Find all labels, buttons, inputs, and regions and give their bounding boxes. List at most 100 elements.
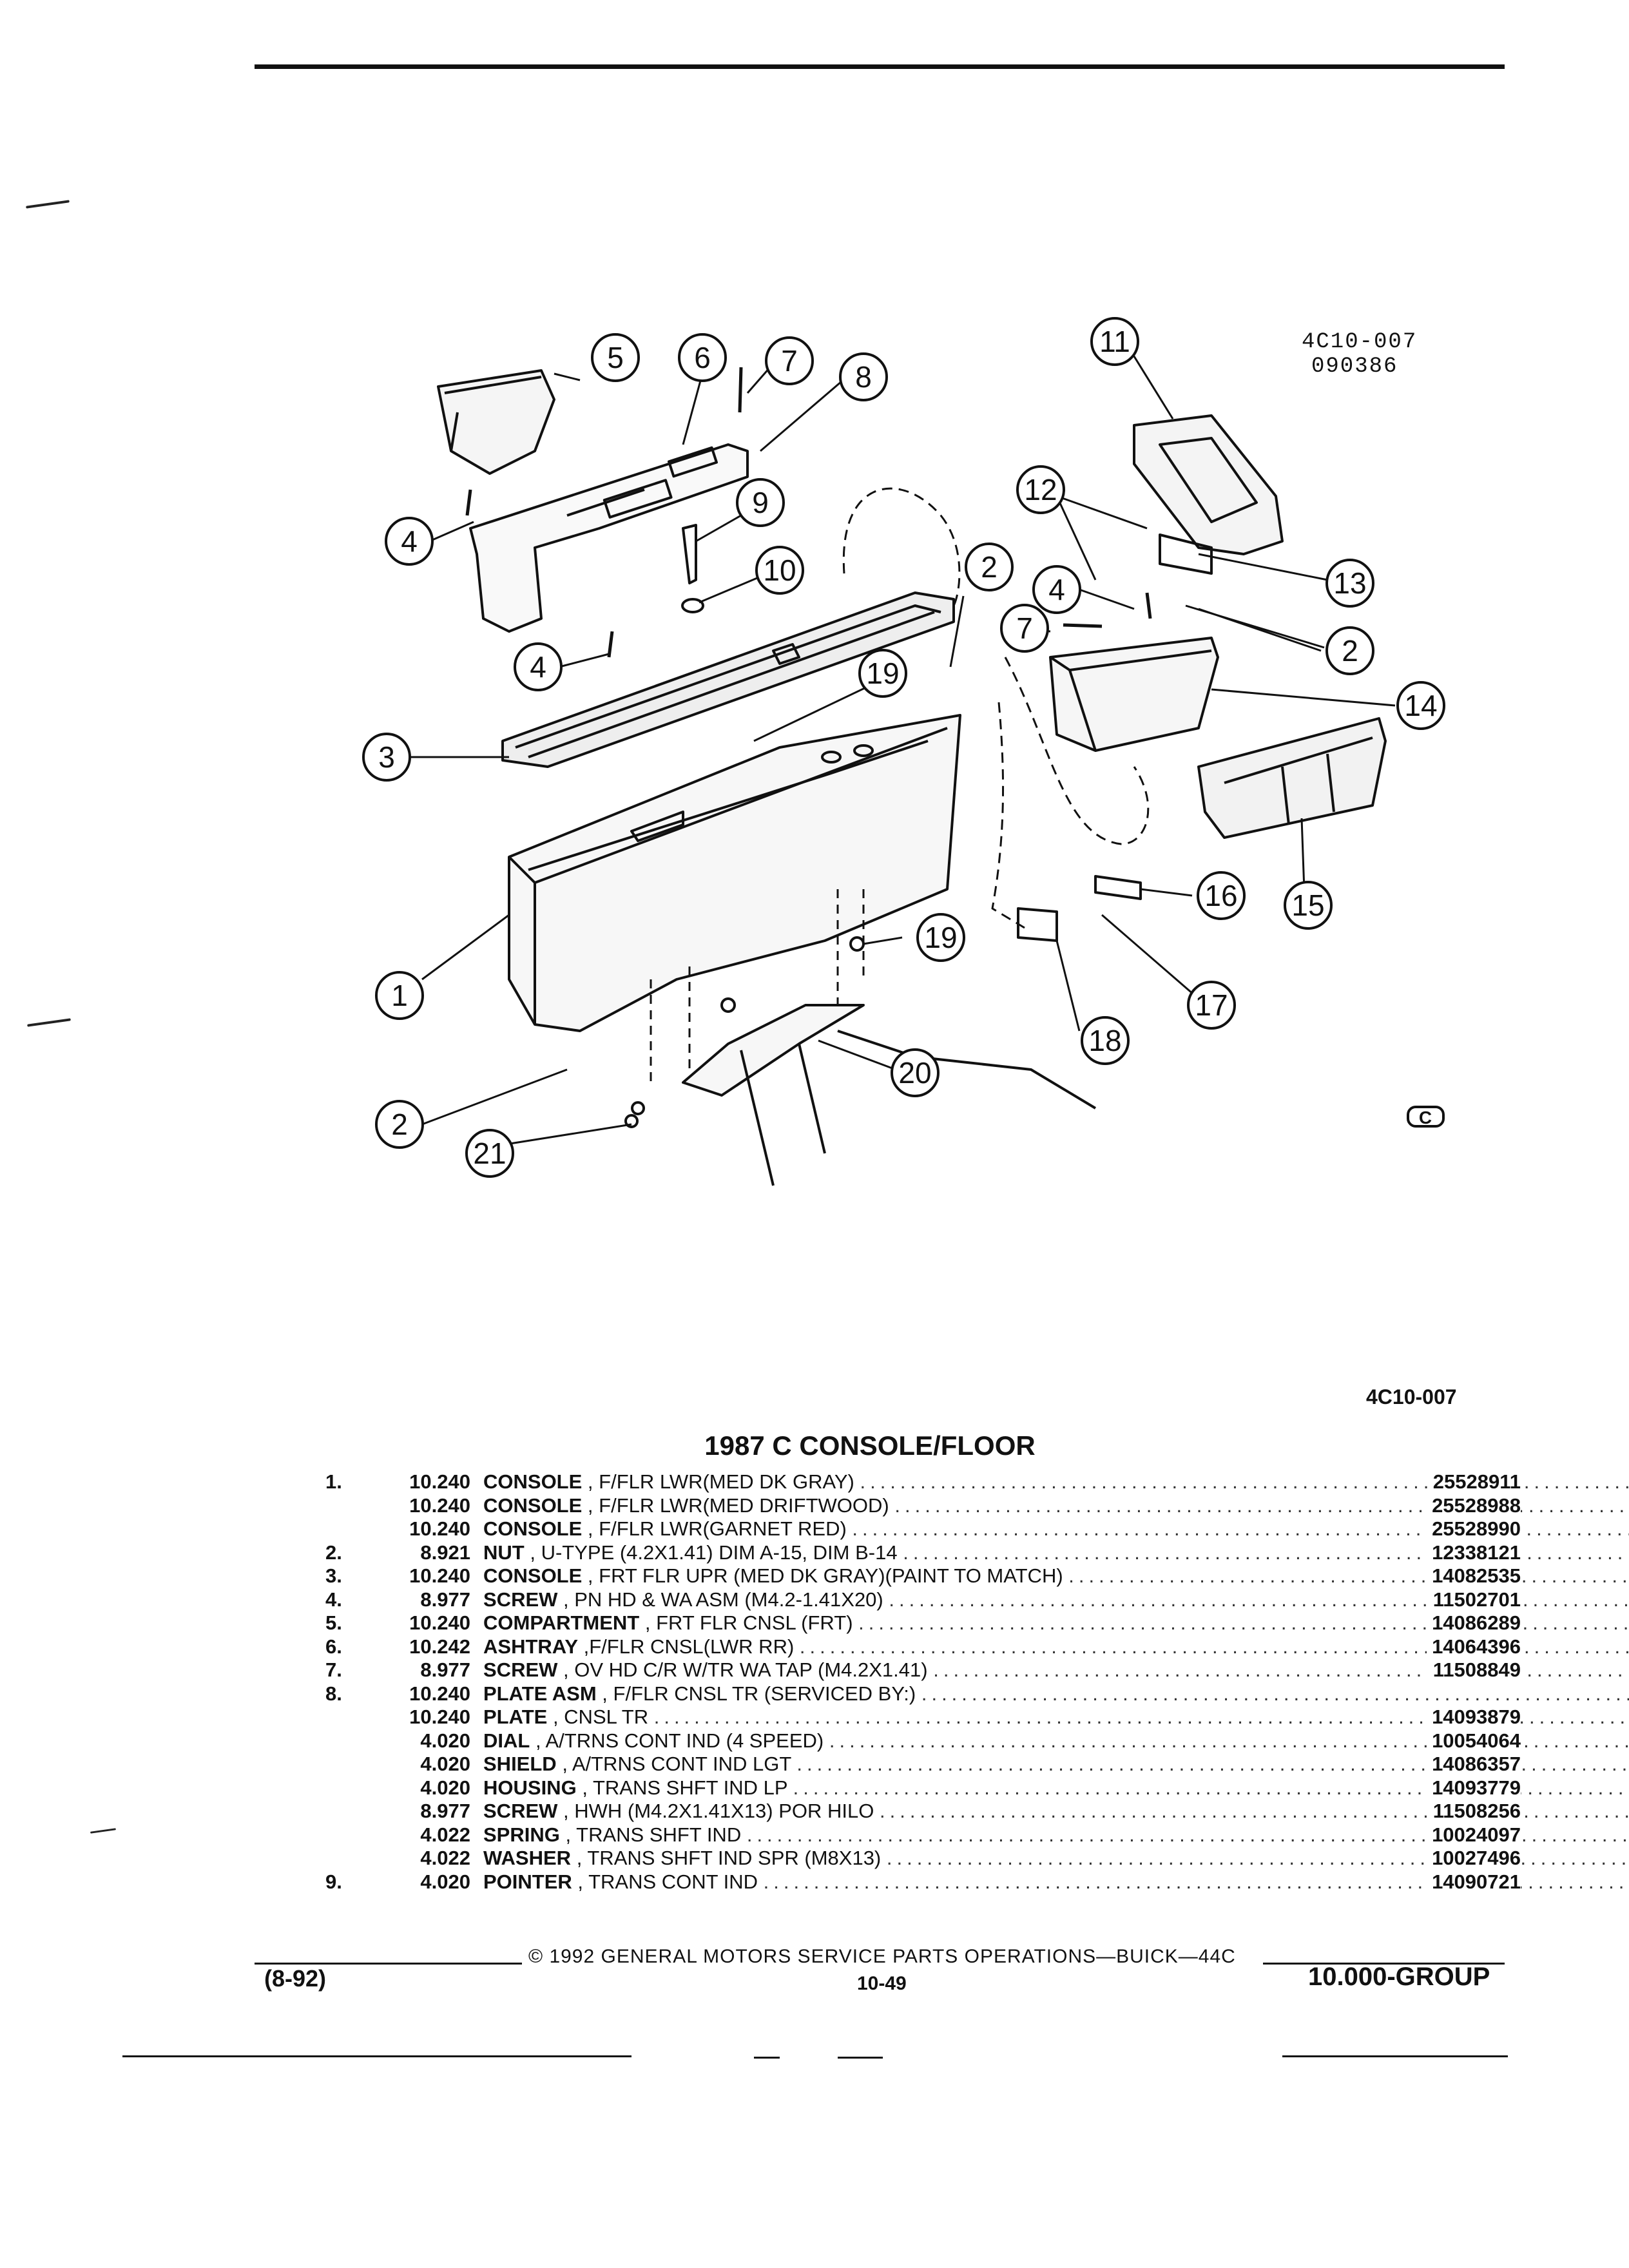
callout-3 [362,733,411,782]
bottom-rule [1282,2055,1508,2057]
callout-4 [514,642,563,691]
part-name: SPRING [483,1823,560,1846]
callout-label: 13 [1333,566,1366,600]
callout-label: 21 [473,1137,506,1170]
callout-19 [858,649,907,698]
part-rear-plate [1133,414,1284,555]
callout-21 [465,1129,514,1178]
group-number: 10.240 [409,1682,470,1705]
callout-4 [1032,565,1081,614]
callout-2 [1325,626,1374,675]
part-number: 11502701 [1427,1588,1521,1611]
callout-16 [1197,871,1246,920]
callout-label: 14 [1404,689,1437,722]
part-washer [681,598,704,613]
part-socket [1017,907,1058,942]
callout-4 [385,517,434,566]
part-number: 14086289 [1427,1611,1521,1635]
part-name: SCREW [483,1800,558,1822]
part-floor-bracket [682,1004,1097,1186]
part-number: 25528990 [1427,1517,1521,1541]
callout-label: 4 [530,650,546,684]
footer-copyright: © 1992 GENERAL MOTORS SERVICE PARTS OPER… [528,1946,1236,1967]
part-name: PLATE ASM [483,1682,597,1705]
callout-label: 16 [1204,879,1237,912]
leader-dots: ........................................… [921,1682,1629,1705]
part-name: COMPARTMENT [483,1611,640,1634]
callout-label: 12 [1024,473,1057,506]
footer-date: (8-92) [264,1965,327,1992]
part-number: 25528911 [1427,1470,1521,1494]
callout-label: 2 [981,550,998,584]
part-number: 14093779 [1427,1776,1521,1800]
callout-label: 8 [855,360,872,394]
part-rear-ashtray [1049,637,1219,752]
group-number: 4.020 [420,1776,470,1799]
callout-2 [375,1100,424,1149]
part-detail: , OV HD C/R W/TR WA TAP (M4.2X1.41) [563,1658,928,1681]
part-description: CONSOLE , FRT FLR UPR (MED DK GRAY)(PAIN… [483,1564,1629,1588]
callout-10 [755,546,804,595]
callout-19 [916,913,965,962]
footer-rule-right [1263,1963,1505,1965]
group-number: 10.240 [409,1470,470,1493]
callout-label: 2 [1342,634,1358,668]
group-number: 10.240 [409,1611,470,1634]
part-name: HOUSING [483,1776,577,1799]
part-detail: , FRT FLR CNSL (FRT) [644,1611,853,1634]
figure-code: 4C10-007 [1302,330,1418,354]
part-number: 25528988 [1427,1494,1521,1517]
callout-9 [736,478,785,527]
part-front-compartment [437,369,555,475]
callout-label: 10 [763,553,796,587]
part-name: ASHTRAY [483,1635,578,1658]
leader-dots: ........................................… [1068,1564,1629,1587]
callout-label: 19 [924,921,957,954]
figure-date-code: 090386 [1311,354,1398,379]
callout-1 [375,971,424,1020]
part-detail: , F/FLR CNSL TR (SERVICED BY:) [602,1682,916,1705]
callout-20 [891,1048,940,1097]
svg-text:C: C [1419,1108,1432,1128]
part-detail: , PN HD & WA ASM (M4.2-1.41X20) [563,1588,883,1611]
item-number: 5. [325,1611,342,1634]
callout-label: 17 [1195,988,1228,1022]
part-detail: , TRANS SHFT IND LP [582,1776,788,1799]
part-number: 11508256 [1427,1800,1521,1823]
footer-rule-left [255,1963,522,1965]
part-number: 14093879 [1427,1706,1521,1729]
callout-label: 7 [781,344,798,378]
bottom-rule-fragment [838,2057,883,2059]
item-number: 4. [325,1588,342,1611]
part-lower-console [508,714,961,1032]
leader-dots: ........................................… [933,1658,1629,1681]
group-number: 10.240 [409,1706,470,1728]
figure-id: 4C10-007 [1366,1385,1457,1408]
part-name: CONSOLE [483,1494,583,1517]
part-number: 14086357 [1427,1753,1521,1776]
part-name: PLATE [483,1706,548,1728]
item-number: 9. [325,1870,342,1893]
part-detail: , TRANS SHFT IND SPR (M8X13) [576,1847,882,1869]
part-name: CONSOLE [483,1517,583,1540]
group-number: 8.921 [420,1541,470,1564]
callout-2 [965,543,1014,591]
top-rule [255,64,1505,69]
item-number: 3. [325,1564,342,1587]
callout-14 [1396,681,1445,730]
footer-group: 10.000-GROUP [1308,1963,1490,1991]
callout-label: 6 [694,341,711,374]
group-number: 10.240 [409,1517,470,1540]
part-detail: , CNSL TR [552,1706,649,1728]
callout-label: 15 [1291,889,1324,922]
